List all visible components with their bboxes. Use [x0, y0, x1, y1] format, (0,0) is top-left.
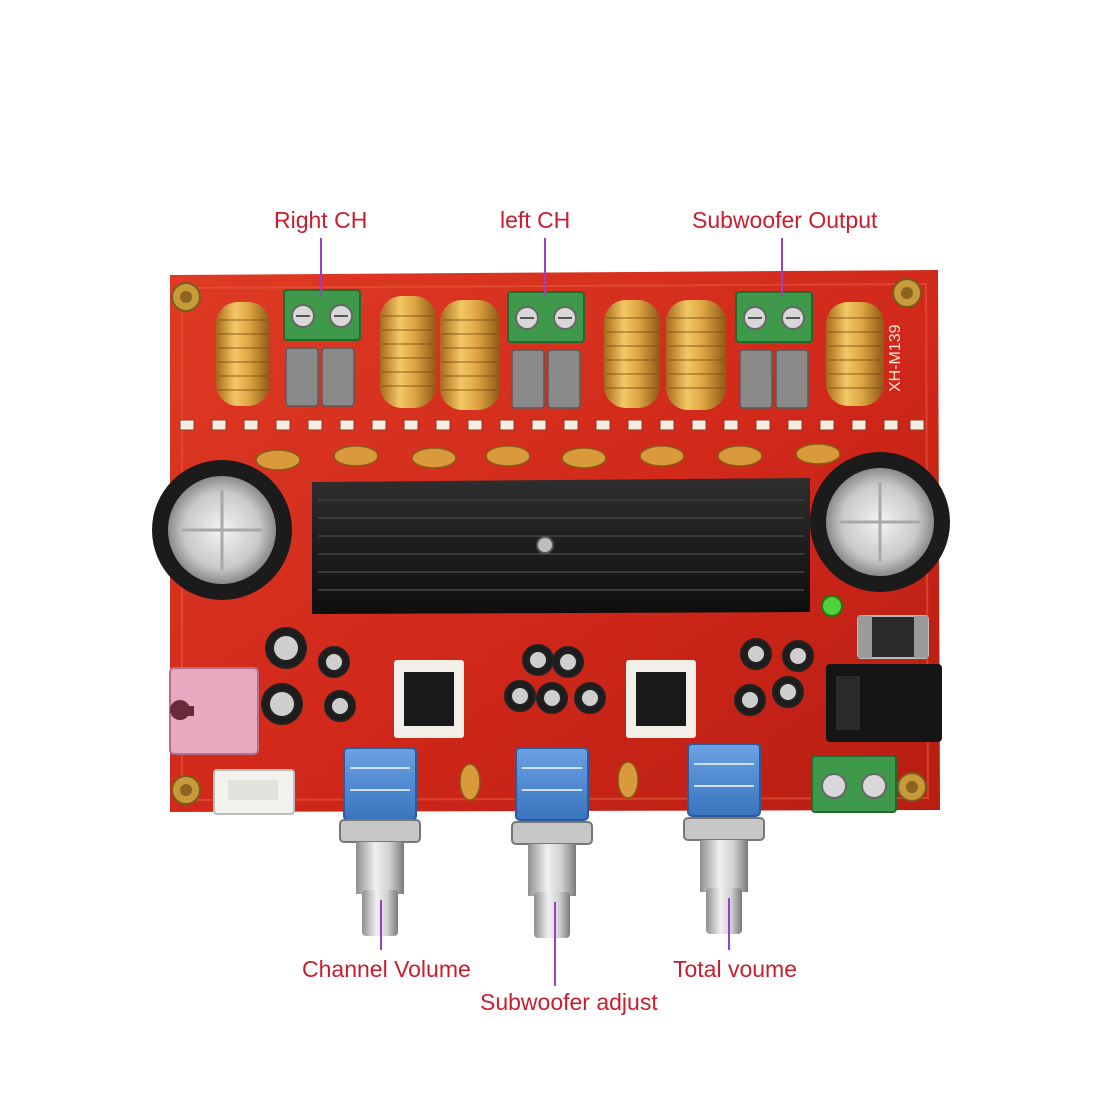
subwoofer-adjust-potentiometer[interactable] [511, 747, 593, 938]
ceramic-capacitors [255, 443, 841, 471]
left-channel-label: left CH [500, 207, 571, 233]
total-volume-potentiometer[interactable] [683, 743, 765, 934]
right-channel-label: Right CH [274, 207, 368, 233]
left-electrolytic-capacitor [152, 460, 292, 600]
smd-diode [857, 615, 929, 659]
film-capacitors [285, 347, 809, 409]
op-amp-ics [394, 660, 696, 738]
mounting-screws [171, 278, 927, 805]
left-channel-terminal [507, 291, 585, 343]
tantalum-capacitors [459, 761, 639, 801]
power-led [821, 595, 843, 617]
white-header-connector [213, 769, 295, 815]
right-electrolytic-capacitor [810, 452, 950, 592]
power-input-terminal [811, 755, 897, 813]
dc-power-jack [826, 664, 942, 742]
smd-component-row [179, 419, 925, 431]
subwoofer-adjust-label: Subwoofer adjust [480, 989, 658, 1015]
callout-lines [320, 238, 783, 986]
channel-volume-potentiometer[interactable] [339, 747, 421, 936]
coil-windings [218, 315, 882, 391]
board-model-marking: XH-M139 [887, 324, 904, 392]
small-electrolytic-capacitors [261, 627, 814, 725]
subwoofer-output-terminal [735, 291, 813, 343]
channel-volume-label: Channel Volume [302, 956, 471, 982]
right-channel-terminal [283, 289, 361, 341]
total-volume-label: Total voume [673, 956, 798, 982]
audio-input-jack [169, 667, 259, 755]
pcb-trace-outline [181, 282, 930, 802]
heatsink [312, 478, 810, 614]
subwoofer-output-label: Subwoofer Output [692, 207, 878, 233]
inductor-coils [216, 296, 884, 410]
